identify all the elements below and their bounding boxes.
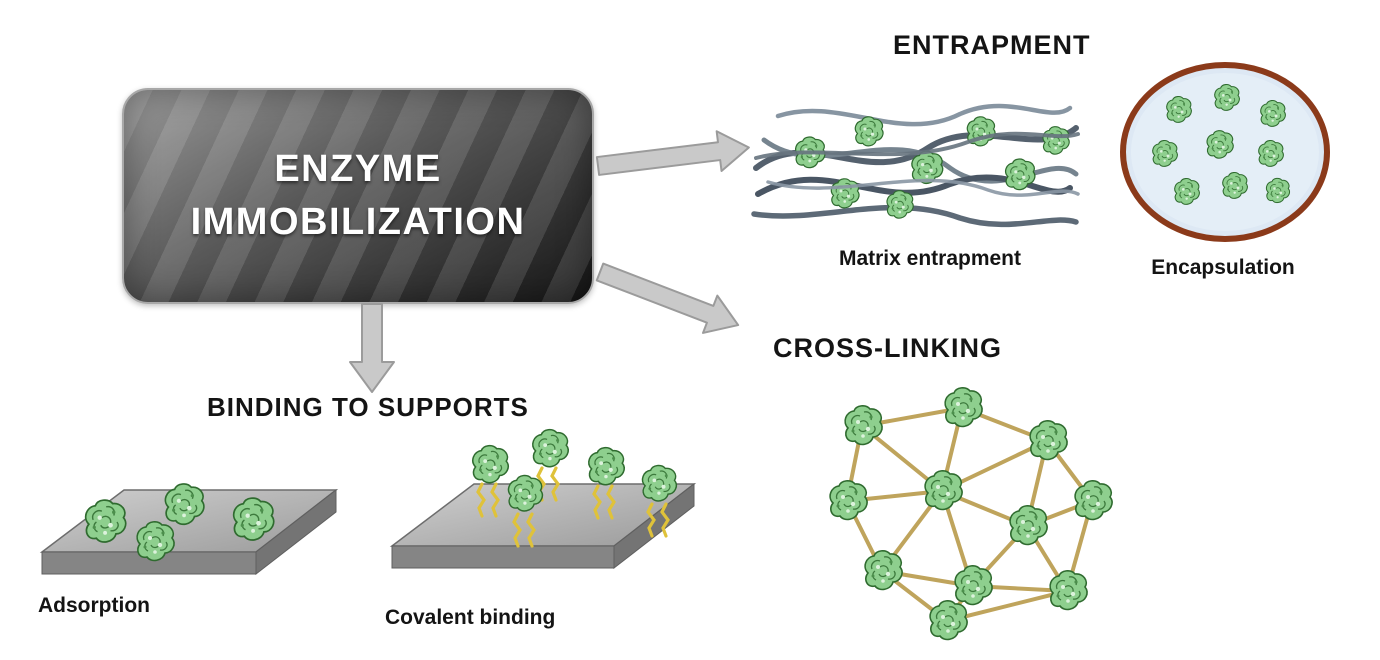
arrow-to-crosslinking bbox=[595, 262, 740, 334]
arrow-to-entrapment bbox=[595, 130, 750, 176]
encapsulation-label: Encapsulation bbox=[1151, 256, 1295, 279]
entrapment-heading: ENTRAPMENT bbox=[893, 30, 1091, 60]
cross-linking-heading: CROSS-LINKING bbox=[773, 333, 1002, 363]
figure-title: ENZYME IMMOBILIZATION bbox=[190, 147, 526, 243]
matrix-entrapment-label: Matrix entrapment bbox=[838, 247, 1022, 270]
encapsulation-illustration bbox=[1120, 62, 1330, 242]
covalent-binding-label: Covalent binding bbox=[385, 606, 556, 629]
matrix-entrapment-illustration bbox=[751, 103, 1080, 228]
covalent-binding-illustration bbox=[389, 428, 697, 570]
title-box: ENZYME IMMOBILIZATION bbox=[122, 88, 594, 304]
adsorption-illustration bbox=[39, 483, 339, 576]
covalent-tethers bbox=[476, 466, 670, 548]
adsorption-label: Adsorption bbox=[38, 594, 150, 617]
cross-linking-illustration bbox=[829, 386, 1113, 641]
binding-to-supports-heading: BINDING TO SUPPORTS bbox=[207, 392, 529, 422]
arrow-to-binding bbox=[349, 303, 395, 393]
